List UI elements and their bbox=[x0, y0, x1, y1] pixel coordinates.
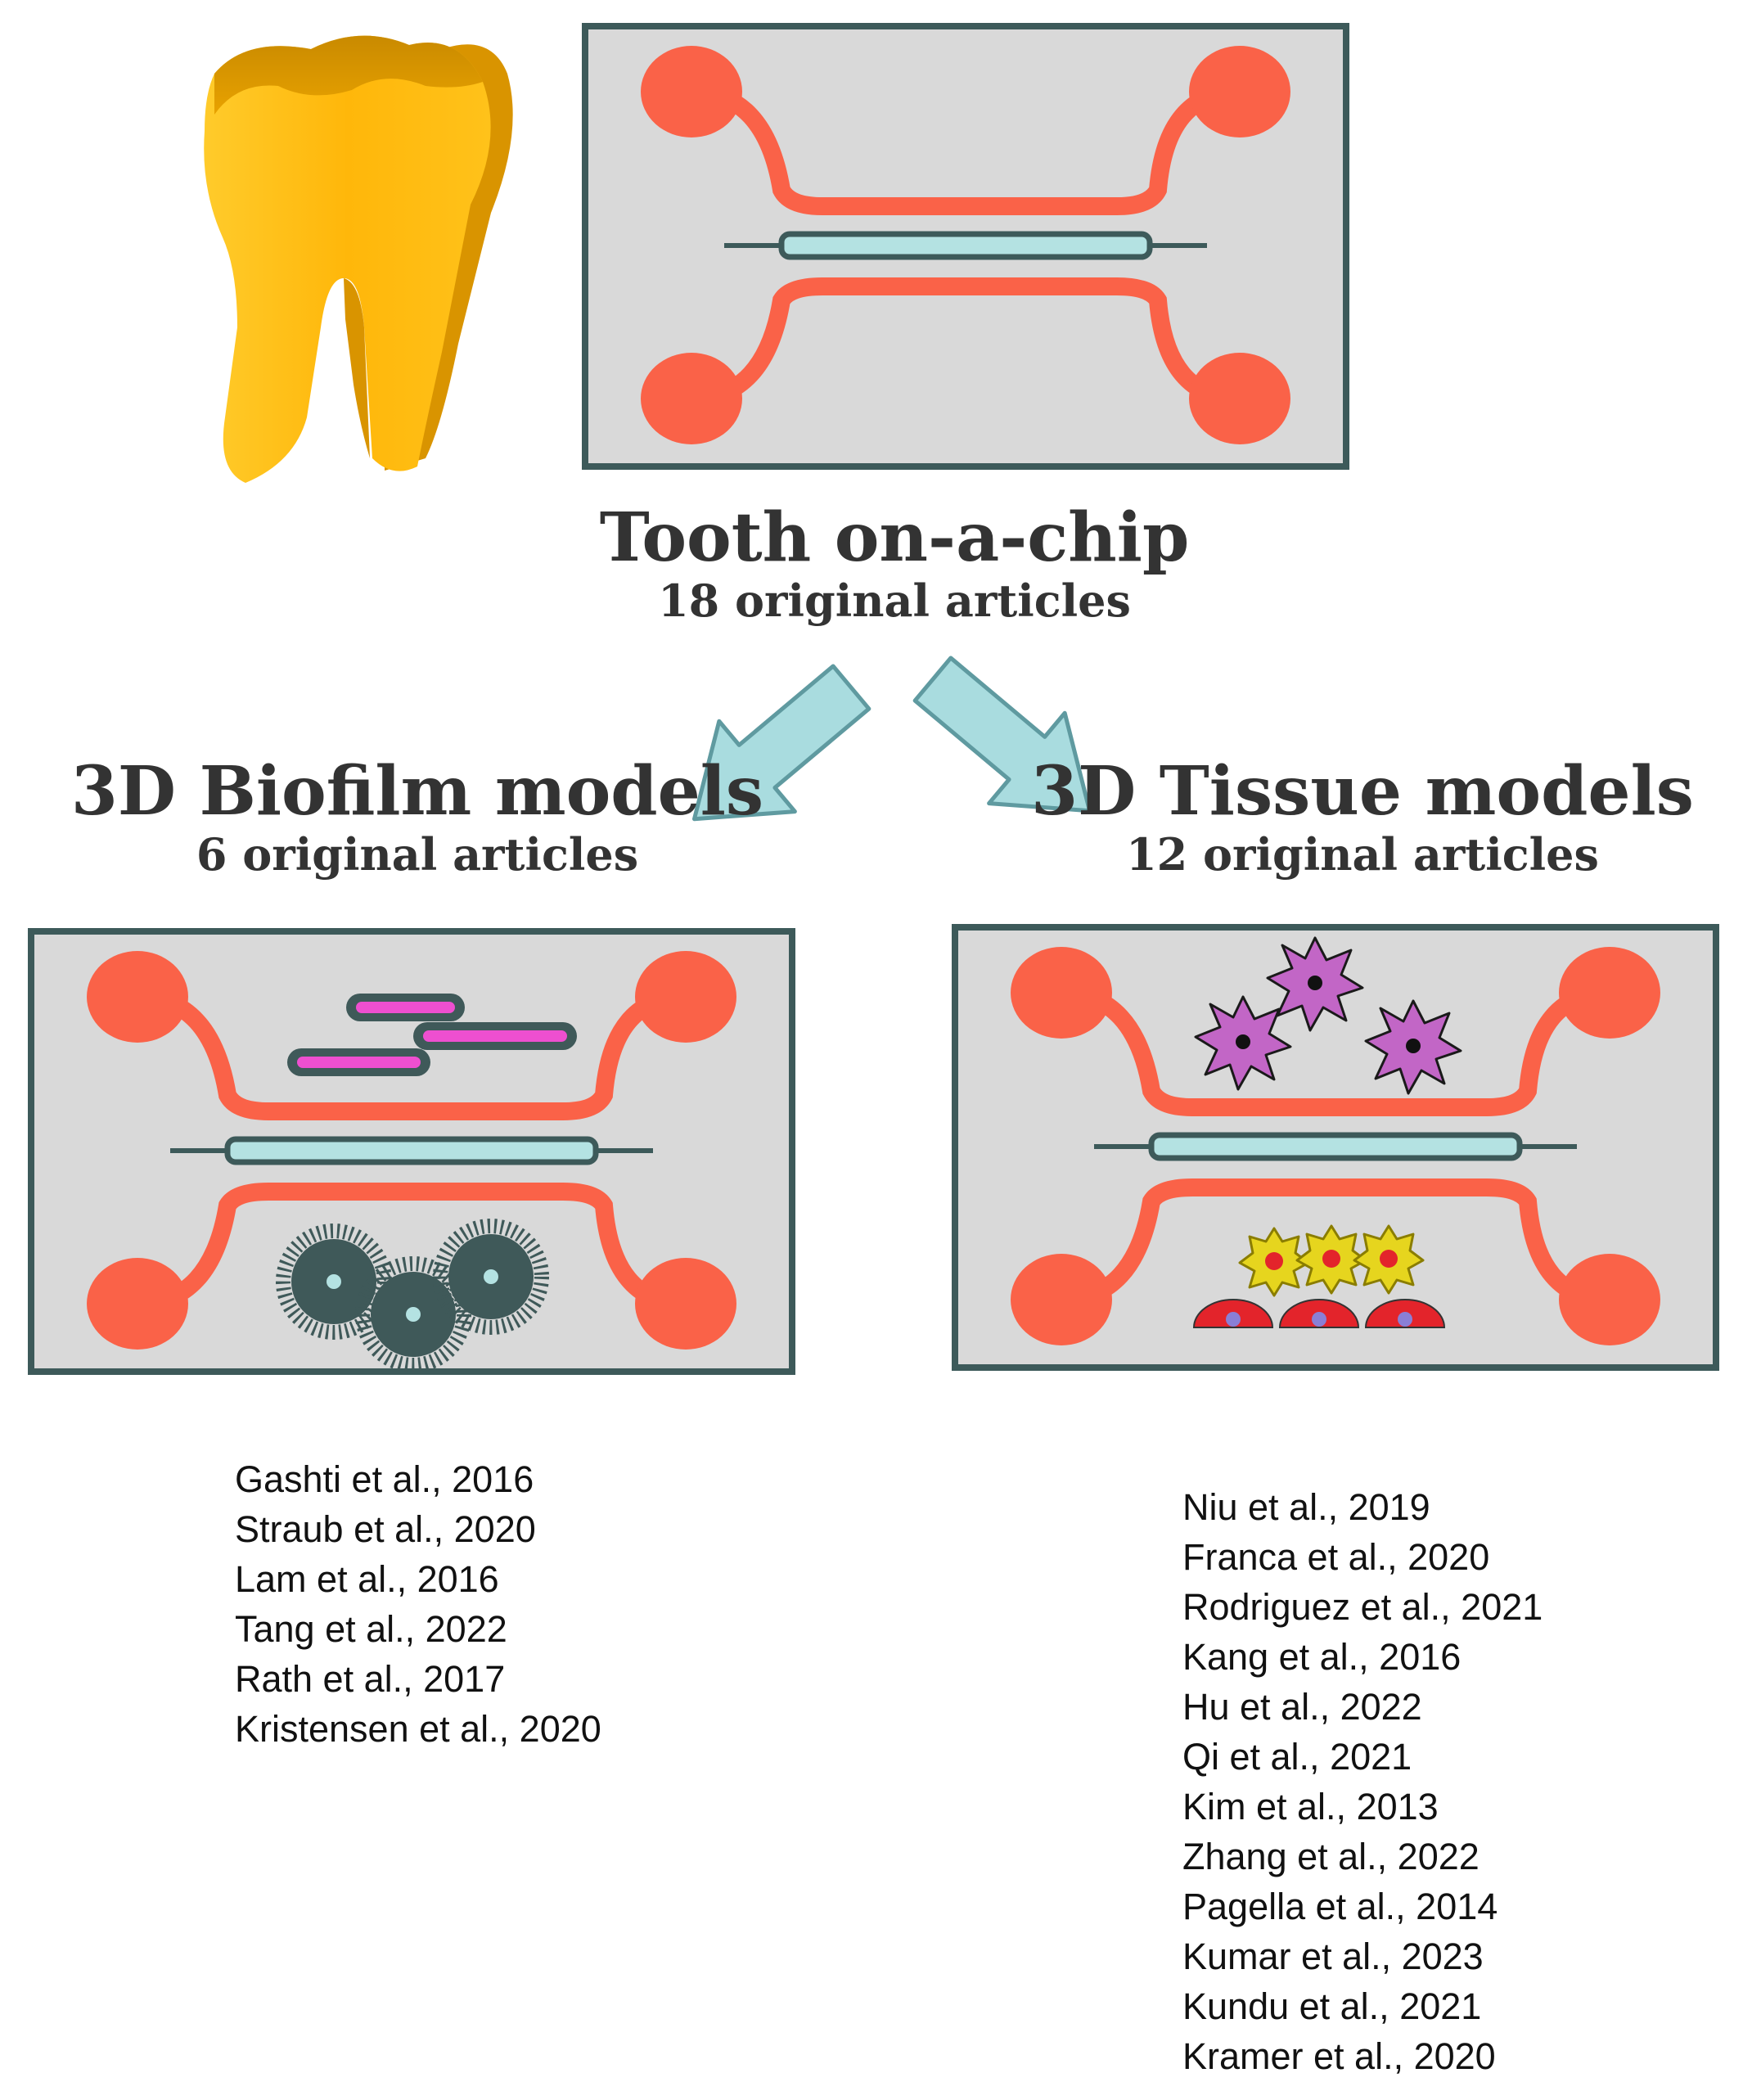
reference-item: Kim et al., 2013 bbox=[1182, 1786, 1439, 1827]
reference-item: Tang et al., 2022 bbox=[235, 1608, 507, 1650]
reference-item: Kumar et al., 2023 bbox=[1182, 1936, 1484, 1977]
reference-item: Qi et al., 2021 bbox=[1182, 1736, 1412, 1778]
reference-item: Zhang et al., 2022 bbox=[1182, 1836, 1480, 1877]
tissue-chip-device bbox=[955, 927, 1716, 1368]
arrow-right-icon bbox=[912, 656, 1092, 813]
tissue-subtitle: 12 original articles bbox=[1126, 828, 1599, 881]
reference-item: Kang et al., 2016 bbox=[1182, 1636, 1461, 1678]
reference-item: Rodriguez et al., 2021 bbox=[1182, 1586, 1543, 1628]
reference-item: Straub et al., 2020 bbox=[235, 1508, 536, 1550]
top-subtitle: 18 original articles bbox=[658, 575, 1131, 627]
biofilm-subtitle: 6 original articles bbox=[196, 828, 638, 881]
top-title: Tooth on-a-chip bbox=[600, 498, 1190, 577]
reference-item: Kundu et al., 2021 bbox=[1182, 1985, 1481, 2027]
reference-item: Gashti et al., 2016 bbox=[235, 1458, 534, 1500]
epithelial-cell-icon bbox=[1193, 1299, 1445, 1328]
arrow-left-icon bbox=[691, 664, 872, 822]
reference-item: Pagella et al., 2014 bbox=[1182, 1886, 1498, 1927]
tooth-icon bbox=[204, 35, 513, 484]
tooth-on-a-chip-device bbox=[585, 26, 1346, 466]
biofilm-title: 3D Biofilm models bbox=[71, 752, 763, 831]
reference-item: Franca et al., 2020 bbox=[1182, 1536, 1489, 1578]
reference-item: Kristensen et al., 2020 bbox=[235, 1708, 601, 1750]
reference-item: Niu et al., 2019 bbox=[1182, 1486, 1430, 1528]
rod-bacteria-icon bbox=[287, 994, 577, 1076]
reference-item: Kramer et al., 2020 bbox=[1182, 2035, 1496, 2077]
biofilm-chip-device bbox=[31, 931, 792, 1372]
reference-item: Lam et al., 2016 bbox=[235, 1558, 499, 1600]
reference-item: Hu et al., 2022 bbox=[1182, 1686, 1422, 1728]
tissue-title: 3D Tissue models bbox=[1031, 752, 1694, 831]
biofilm-reference-list: Gashti et al., 2016 Straub et al., 2020 … bbox=[235, 1458, 601, 1750]
tissue-reference-list: Niu et al., 2019 Franca et al., 2020 Rod… bbox=[1182, 1486, 1543, 2077]
reference-item: Rath et al., 2017 bbox=[235, 1658, 505, 1700]
